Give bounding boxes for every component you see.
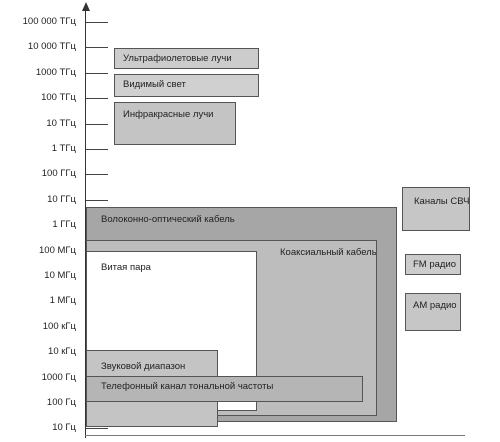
band-ultraviolet-label: Ультрафиолетовые лучи: [123, 53, 232, 64]
band-phone: Телефонный канал тональной частоты: [86, 376, 363, 402]
band-ultraviolet: Ультрафиолетовые лучи: [114, 48, 259, 69]
vertical-axis: [85, 10, 86, 438]
axis-tick: [86, 22, 108, 23]
axis-tick: [86, 98, 108, 99]
axis-arrow-icon: [81, 2, 90, 11]
band-audio-label: Звуковой диапазон: [101, 361, 186, 372]
band-microwave-label: Каналы СВЧ: [414, 196, 470, 207]
axis-tick-label: 100 000 ТГц: [22, 16, 76, 27]
band-visible: Видимый свет: [114, 74, 259, 97]
band-microwave: Каналы СВЧ: [402, 187, 470, 231]
axis-tick-label: 10 000 ТГц: [27, 41, 76, 52]
band-am: АМ радио: [405, 293, 461, 331]
band-infrared-label: Инфракрасные лучи: [123, 109, 214, 120]
band-am-label: АМ радио: [413, 300, 457, 311]
horizontal-baseline: [85, 435, 465, 436]
axis-tick: [86, 124, 108, 125]
band-twisted-pair-label: Витая пара: [101, 262, 151, 273]
axis-tick-label: 1 МГц: [49, 295, 76, 306]
axis-tick-label: 10 Гц: [52, 422, 76, 433]
axis-tick-label: 1000 Гц: [41, 372, 76, 383]
axis-tick: [86, 149, 108, 150]
axis-tick: [86, 47, 108, 48]
axis-tick-label: 1 ТГц: [51, 143, 76, 154]
axis-tick: [86, 174, 108, 175]
band-fm-label: FM радио: [413, 259, 457, 270]
band-infrared: Инфракрасные лучи: [114, 102, 236, 145]
band-coax-label: Коаксиальный кабель: [280, 247, 377, 258]
axis-tick-label: 1 ГГц: [52, 219, 76, 230]
axis-tick-label: 1000 ТГц: [35, 67, 76, 78]
axis-tick-label: 10 кГц: [48, 346, 76, 357]
axis-tick-label: 100 Гц: [46, 397, 76, 408]
axis-tick-label: 10 ГГц: [47, 194, 76, 205]
band-fm: FM радио: [405, 254, 461, 275]
axis-tick-label: 100 ТГц: [41, 92, 76, 103]
axis-tick-label: 10 ТГц: [46, 118, 76, 129]
axis-tick-label: 100 ГГц: [41, 168, 76, 179]
axis-tick: [86, 73, 108, 74]
axis-tick-label: 10 МГц: [44, 270, 76, 281]
band-phone-label: Телефонный канал тональной частоты: [101, 381, 274, 392]
axis-tick: [86, 428, 108, 429]
axis-tick-label: 100 МГц: [39, 245, 76, 256]
band-visible-label: Видимый свет: [123, 79, 186, 90]
axis-tick-label: 100 кГц: [42, 321, 76, 332]
axis-tick: [86, 200, 108, 201]
band-fiber-label: Волоконно-оптический кабель: [101, 214, 235, 225]
